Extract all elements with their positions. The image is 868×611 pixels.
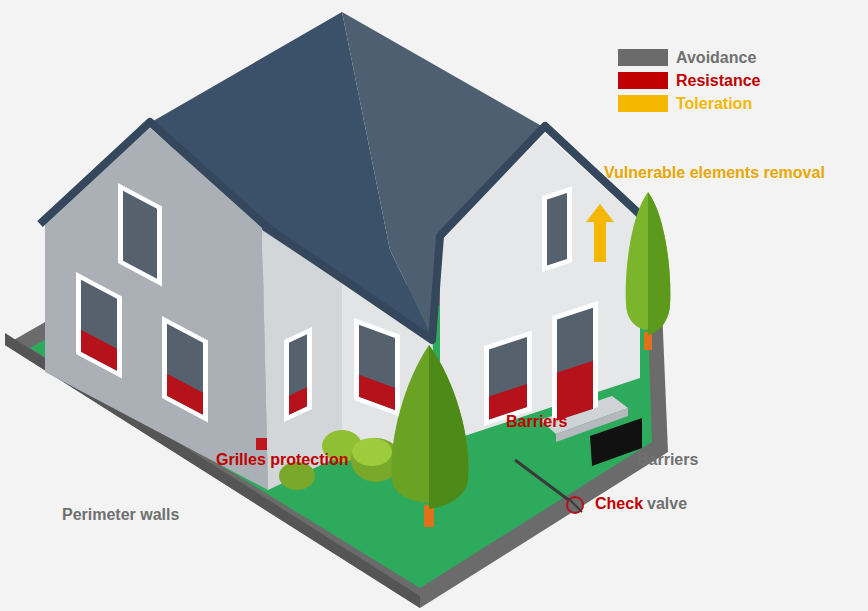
door	[552, 301, 598, 422]
legend-text: Resistance	[676, 72, 761, 90]
check-valve-flap	[569, 499, 582, 512]
callout-label: Barriers	[637, 451, 698, 469]
callout-label: valve	[647, 495, 687, 513]
callout-label: Grilles protection	[216, 451, 348, 469]
grille	[256, 438, 267, 450]
window	[284, 327, 312, 422]
window	[542, 186, 572, 272]
check-valve	[567, 497, 583, 513]
window	[76, 272, 122, 378]
legend-swatch	[618, 95, 668, 112]
callout-label: Barriers	[506, 413, 567, 431]
drain-pipe	[515, 460, 570, 501]
window	[484, 330, 532, 426]
tree	[391, 345, 468, 527]
window	[354, 318, 400, 417]
legend-swatch	[618, 49, 668, 66]
roof-eave	[40, 122, 648, 340]
callout-label: Perimeter walls	[62, 506, 179, 524]
legend-text: Avoidance	[676, 49, 756, 67]
legend-swatch	[618, 72, 668, 89]
legend-text: Toleration	[676, 95, 752, 113]
callout-label: Check	[595, 495, 643, 513]
callout-label: Vulnerable elements removal	[604, 164, 825, 182]
tree	[626, 192, 671, 350]
wall-left-wing	[45, 128, 268, 490]
window	[162, 316, 208, 422]
perimeter-barrier	[590, 418, 642, 466]
upward-arrow	[586, 204, 614, 262]
window	[118, 183, 162, 286]
